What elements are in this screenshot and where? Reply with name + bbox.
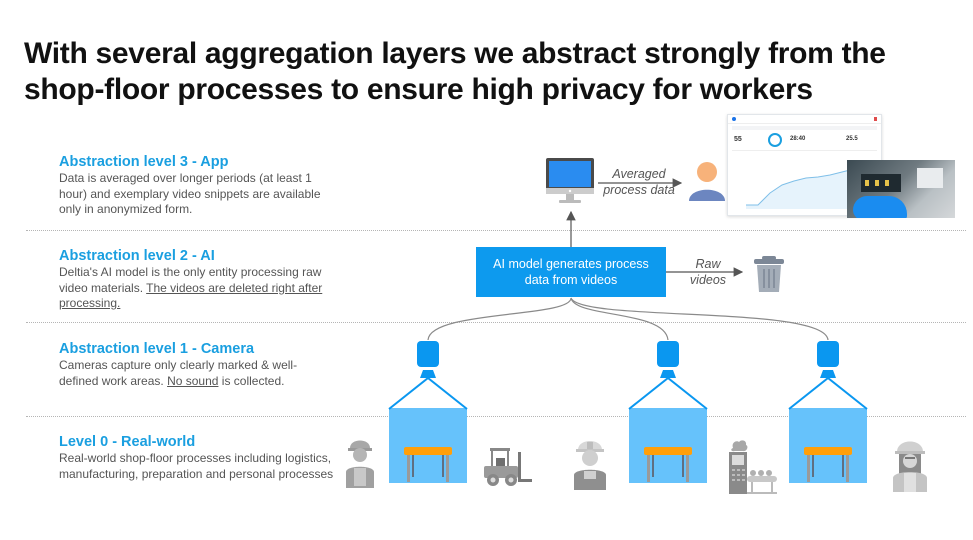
camera-icon xyxy=(657,341,679,378)
progress-ring-icon xyxy=(768,133,782,147)
dashboard-filter-bar xyxy=(732,126,877,130)
ai-box-line-1: AI model generates process xyxy=(493,257,649,271)
cameras-group xyxy=(388,341,868,483)
connector-camera-3 xyxy=(570,297,829,341)
video-machine-area xyxy=(861,174,901,192)
work-area-field xyxy=(629,408,707,483)
camera-connectors xyxy=(427,297,829,341)
machine-icon xyxy=(729,440,777,494)
divider-1-0 xyxy=(26,416,966,417)
camera-body xyxy=(417,341,439,367)
level-2-desc-underlined: The videos are deleted right after proce… xyxy=(59,280,323,311)
workbench-leg xyxy=(412,455,414,477)
level-2-title: Abstraction level 2 - AI xyxy=(59,248,215,264)
divider-3-2 xyxy=(26,230,966,231)
workbench-leg xyxy=(647,455,650,482)
camera-field-of-view xyxy=(628,376,708,410)
workbench-leg xyxy=(812,455,814,477)
camera-mount xyxy=(420,370,436,378)
level-1-desc-underlined: No sound xyxy=(167,373,219,388)
level-0-title: Level 0 - Real-world xyxy=(59,434,196,450)
work-area xyxy=(388,376,468,483)
level-0-block: Level 0 - Real-world Real-world shop-flo… xyxy=(59,434,334,482)
level-3-title: Abstraction level 3 - App xyxy=(59,154,229,170)
workbench-leg xyxy=(446,455,449,482)
camera-icon xyxy=(417,341,439,378)
camera-field-of-view xyxy=(788,376,868,410)
level-2-desc-plain: Deltia's AI model is the only entity pro… xyxy=(59,265,322,295)
level-2-block: Abstraction level 2 - AI Deltia's AI mod… xyxy=(59,248,334,312)
camera-body xyxy=(657,341,679,367)
camera-body xyxy=(817,341,839,367)
camera-field-of-view xyxy=(388,376,468,410)
level-3-desc: Data is averaged over longer periods (at… xyxy=(59,171,321,216)
level-1-desc-after: is collected. xyxy=(218,373,285,388)
trash-icon xyxy=(754,256,784,292)
level-1-desc: Cameras capture only clearly marked & we… xyxy=(59,358,334,389)
level-1-block: Abstraction level 1 - Camera Cameras cap… xyxy=(59,341,334,389)
video-detail xyxy=(875,180,879,186)
worker-icon xyxy=(346,440,374,488)
dashboard-tabs-divider xyxy=(732,150,877,151)
dashboard-kpi-1: 55 xyxy=(734,136,742,143)
work-area xyxy=(628,376,708,483)
user-icon xyxy=(689,162,725,201)
ai-model-box: AI model generates process data from vid… xyxy=(476,247,666,297)
connector-camera-2 xyxy=(570,297,669,341)
level-1-desc-before: Cameras capture only clearly marked & we… xyxy=(59,358,298,388)
workbench-icon xyxy=(644,447,692,482)
camera-icon xyxy=(817,341,839,378)
workbench-leg xyxy=(682,455,684,477)
workbench-leg xyxy=(442,455,444,477)
workbench-top xyxy=(404,447,452,455)
anonymized-video-snippet xyxy=(847,160,955,218)
averaged-label-line-1: Averaged xyxy=(612,167,666,181)
averaged-label-line-2: process data xyxy=(603,183,675,197)
workbench-leg xyxy=(807,455,810,482)
workbench-leg xyxy=(846,455,849,482)
video-detail xyxy=(885,180,889,186)
level-3-block: Abstraction level 3 - App Data is averag… xyxy=(59,154,334,218)
averaged-process-data-label: Averaged process data xyxy=(598,166,680,198)
monitor-icon xyxy=(546,158,594,203)
work-area-field xyxy=(389,408,467,483)
worker-icon xyxy=(574,441,606,490)
workbench-leg xyxy=(652,455,654,477)
level-1-title: Abstraction level 1 - Camera xyxy=(59,341,255,357)
notification-icon xyxy=(874,117,877,121)
worker-icon xyxy=(893,441,927,492)
video-detail xyxy=(865,180,869,186)
camera-mount xyxy=(820,370,836,378)
ai-box-line-2: data from videos xyxy=(524,273,618,287)
level-0-desc: Real-world shop-floor processes includin… xyxy=(59,451,334,481)
dashboard-header xyxy=(728,115,881,124)
raw-label-line-2: videos xyxy=(689,273,727,287)
workbench-leg xyxy=(686,455,689,482)
level-2-desc: Deltia's AI model is the only entity pro… xyxy=(59,265,334,312)
workbench-top xyxy=(644,447,692,455)
work-area xyxy=(788,376,868,483)
dashboard-kpi-2: 28:40 xyxy=(790,136,806,142)
forklift-icon xyxy=(484,448,532,486)
raw-label-line-1: Raw xyxy=(695,257,721,271)
video-screen-area xyxy=(917,168,943,188)
dashboard-logo-icon xyxy=(732,117,736,121)
workbench-leg xyxy=(842,455,844,477)
work-area-field xyxy=(789,408,867,483)
workbench-top xyxy=(804,447,852,455)
camera-mount xyxy=(660,370,676,378)
anonymization-blob xyxy=(853,196,907,218)
workbench-icon xyxy=(804,447,852,482)
dashboard-kpi-3: 25.5 xyxy=(846,136,858,142)
workbench-leg xyxy=(407,455,410,482)
divider-2-1 xyxy=(26,322,966,323)
workbench-icon xyxy=(404,447,452,482)
raw-videos-label: Raw videos xyxy=(678,256,738,288)
connector-camera-1 xyxy=(427,297,572,341)
page-title: With several aggregation layers we abstr… xyxy=(24,37,886,106)
